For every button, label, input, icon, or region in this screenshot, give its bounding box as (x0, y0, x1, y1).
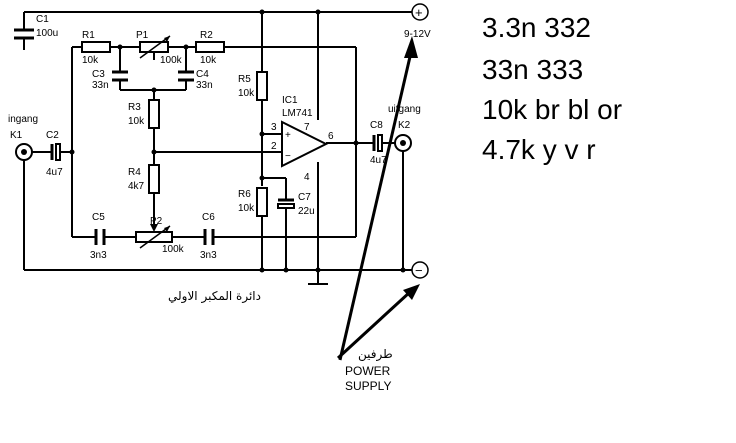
pin-2: 2 (271, 141, 277, 152)
k2-label: uitgang (388, 104, 421, 115)
p2-ref: P2 (150, 216, 163, 227)
c8-ref: C8 (370, 120, 383, 131)
component-labels: C1 100u R1 10k P1 100k R2 10k C3 33n C4 … (8, 14, 421, 261)
r3-value: 10k (128, 116, 145, 127)
p1-value: 100k (160, 55, 183, 66)
capacitors (14, 28, 383, 245)
r6-ref: R6 (238, 189, 251, 200)
note-line-3: 10k br bl or (482, 94, 623, 125)
opamp-minus: − (285, 151, 291, 162)
r2-ref: R2 (200, 30, 213, 41)
p2-value: 100k (162, 244, 185, 255)
r5-resistor (256, 71, 268, 101)
c4-value: 33n (196, 80, 213, 91)
power-line2: SUPPLY (345, 379, 391, 393)
minus-symbol: − (415, 263, 423, 278)
pin-labels: 3 2 7 6 4 + − (271, 122, 334, 183)
k1-label: ingang (8, 114, 38, 125)
power-line1: POWER (345, 364, 391, 378)
c2-ref: C2 (46, 130, 59, 141)
r2-value: 10k (200, 55, 217, 66)
c6-ref: C6 (202, 212, 215, 223)
r1-ref: R1 (82, 30, 95, 41)
pin-6: 6 (328, 131, 334, 142)
arabic-caption: دائرة المكبر الاولي (168, 289, 261, 304)
connectors (15, 3, 429, 279)
c3-value: 33n (92, 80, 109, 91)
r3-resistor (148, 99, 160, 129)
c5-ref: C5 (92, 212, 105, 223)
c7-ref: C7 (298, 192, 311, 203)
r4-resistor (148, 164, 160, 194)
supply-voltage: 9-12V (404, 29, 431, 40)
c2-value: 4u7 (46, 167, 63, 178)
r5-value: 10k (238, 88, 255, 99)
ic1-ref: IC1 (282, 95, 298, 106)
r6-value: 10k (238, 203, 255, 214)
c5-value: 3n3 (90, 250, 107, 261)
r6-resistor (256, 187, 268, 217)
c1-value: 100u (36, 28, 58, 39)
p1-ref: P1 (136, 30, 149, 41)
r1-value: 10k (82, 55, 99, 66)
note-line-2: 33n 333 (482, 54, 584, 85)
r1-resistor (81, 41, 111, 53)
pin-7: 7 (304, 122, 310, 133)
note-line-1: 3.3n 332 (482, 12, 591, 43)
power-supply-arrows (336, 36, 420, 361)
junctions (69, 9, 406, 273)
opamp-triangle (281, 120, 329, 168)
k2-ref: K2 (398, 120, 411, 131)
note-line-4: 4.7k y v r (482, 134, 596, 165)
resistors (81, 35, 268, 249)
power-arabic: طرفين (358, 347, 393, 362)
c3-ref: C3 (92, 69, 105, 80)
pin-3: 3 (271, 122, 277, 133)
r2-resistor (195, 41, 225, 53)
r4-ref: R4 (128, 167, 141, 178)
pin-4: 4 (304, 172, 310, 183)
c6-value: 3n3 (200, 250, 217, 261)
r3-ref: R3 (128, 102, 141, 113)
c1-ref: C1 (36, 14, 49, 25)
r5-ref: R5 (238, 74, 251, 85)
k1-ref: K1 (10, 130, 23, 141)
c4-ref: C4 (196, 69, 209, 80)
c8-value: 4u7 (370, 155, 387, 166)
c7-value: 22u (298, 206, 315, 217)
plus-symbol: + (415, 5, 423, 20)
r4-value: 4k7 (128, 181, 145, 192)
opamp-plus: + (285, 130, 291, 141)
supply-labels: 9-12V + − (404, 5, 431, 278)
ic1-part: LM741 (282, 108, 313, 119)
